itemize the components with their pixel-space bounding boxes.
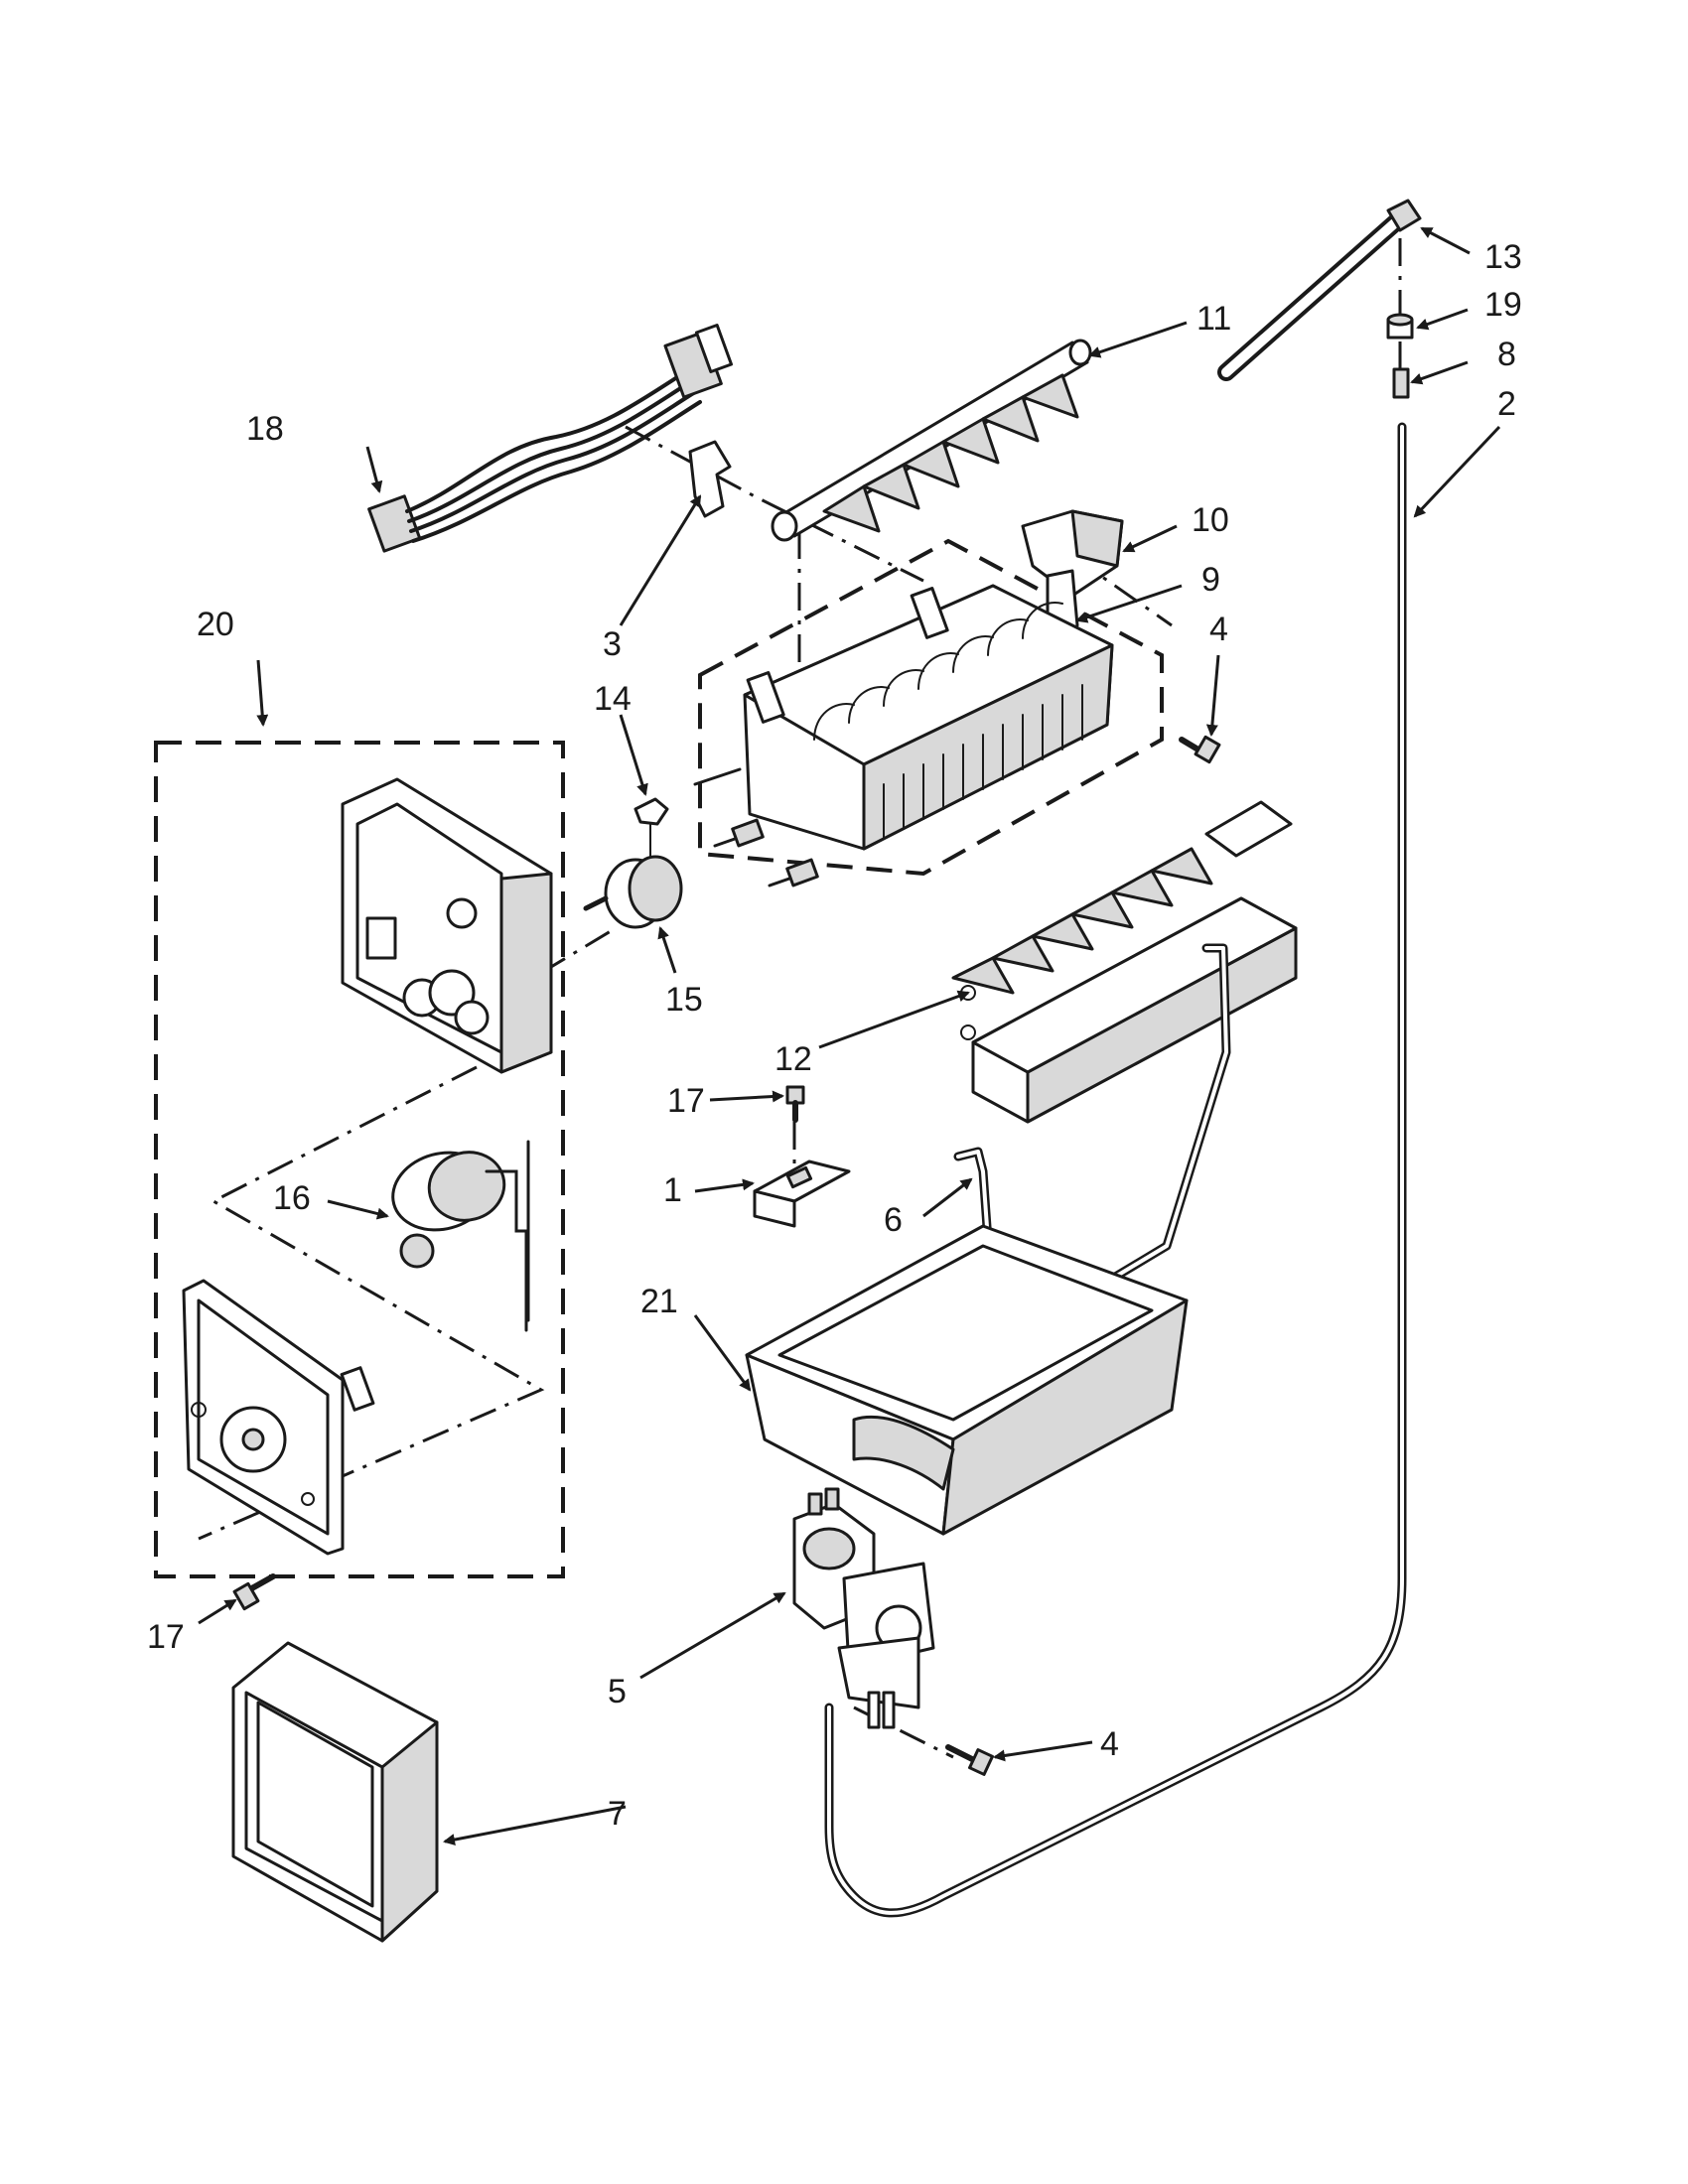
callout-4-bottom: 4 <box>1100 1725 1119 1763</box>
callout-8: 8 <box>1497 336 1516 373</box>
tube-nut <box>1386 313 1414 340</box>
callout-5: 5 <box>608 1673 627 1710</box>
ice-bin <box>745 1224 1189 1536</box>
tube-insert <box>1392 367 1410 399</box>
callout-20: 20 <box>197 606 234 643</box>
ice-mold <box>693 584 1114 887</box>
ice-stripper <box>951 800 1298 1124</box>
callout-14: 14 <box>594 680 632 718</box>
callout-18: 18 <box>246 410 284 448</box>
drive-motor <box>391 1140 530 1332</box>
ejector-shaft <box>771 339 1092 542</box>
callout-21: 21 <box>640 1283 678 1320</box>
callout-17-left: 17 <box>147 1618 185 1656</box>
mounting-bracket <box>753 1160 851 1228</box>
leader-lines <box>198 226 1501 1846</box>
water-valve <box>792 1487 935 1729</box>
control-housing <box>341 777 553 1074</box>
callout-3: 3 <box>603 625 622 663</box>
fill-tube <box>1217 199 1422 381</box>
module-screw <box>232 1573 276 1611</box>
callout-4-top: 4 <box>1209 611 1228 648</box>
wire-harness <box>367 324 734 553</box>
callout-15: 15 <box>665 981 703 1019</box>
screw-top <box>1179 735 1221 764</box>
callout-12: 12 <box>774 1040 812 1078</box>
module-faceplate <box>182 1279 375 1556</box>
water-tube <box>824 422 1407 1918</box>
callout-13: 13 <box>1484 238 1522 276</box>
callout-labels: 13 19 8 2 11 18 10 9 4 3 20 14 15 12 17 … <box>147 238 1522 1833</box>
callout-10: 10 <box>1192 501 1229 539</box>
valve-screw <box>945 1744 994 1776</box>
callout-6: 6 <box>884 1201 903 1239</box>
callout-11: 11 <box>1196 300 1231 338</box>
ice-mold-assembly-boundary <box>698 538 1164 877</box>
callout-7: 7 <box>608 1795 627 1833</box>
callout-19: 19 <box>1484 286 1522 324</box>
bracket-screw <box>785 1085 805 1123</box>
callout-9: 9 <box>1201 561 1220 599</box>
thermostat <box>583 855 683 929</box>
callout-16: 16 <box>273 1179 311 1217</box>
callout-1: 1 <box>663 1171 682 1209</box>
callout-2: 2 <box>1497 385 1516 423</box>
front-cover <box>231 1641 439 1943</box>
module-assembly-boundary <box>154 741 565 1578</box>
callout-17-center: 17 <box>667 1082 705 1120</box>
thermostat-clip <box>633 797 669 865</box>
